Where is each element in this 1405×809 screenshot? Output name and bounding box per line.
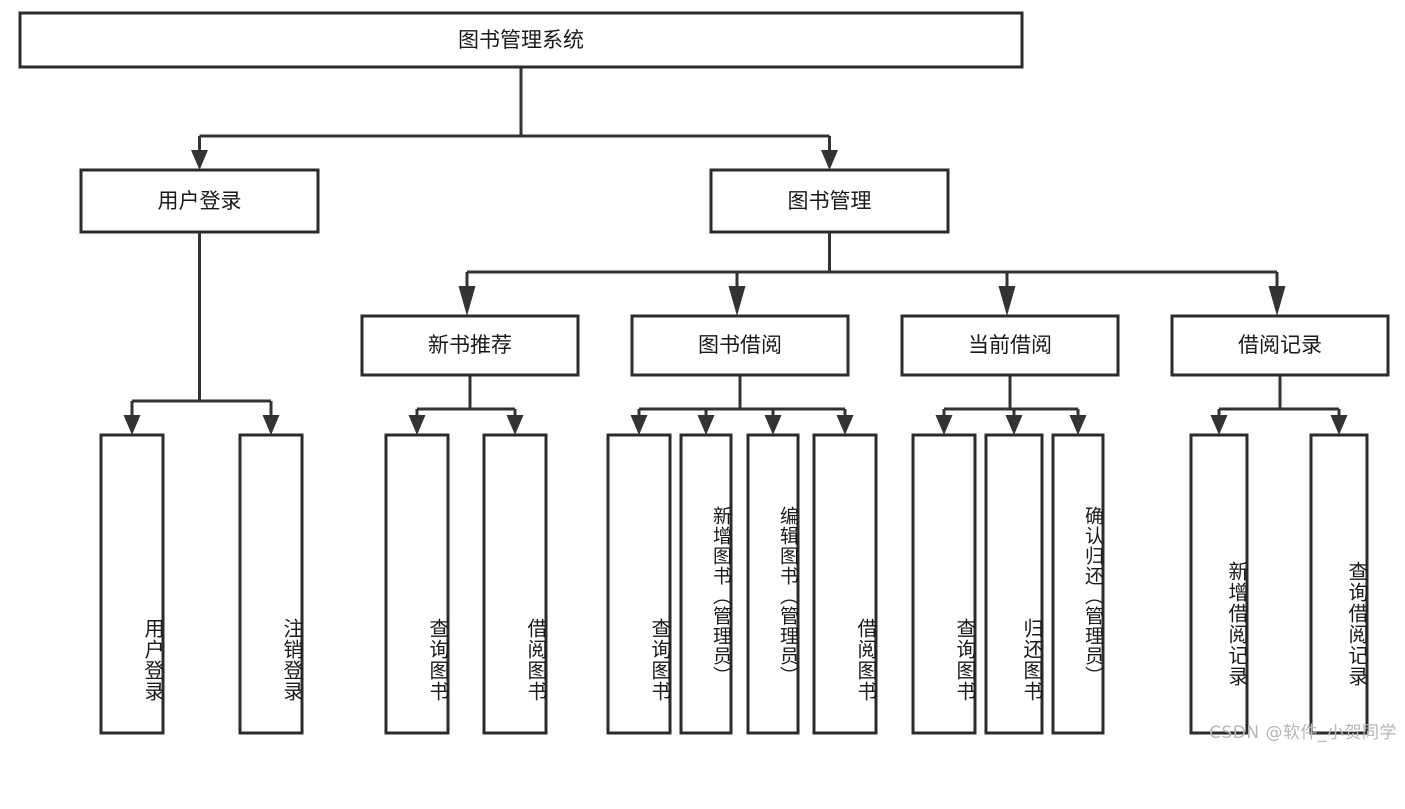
node-new-book-recommend-box[interactable] (360, 314, 580, 377)
arrow-head-leaf-borrow-book (836, 415, 854, 435)
connectors-group (123, 67, 1348, 435)
leaf-borrow-book-box[interactable] (812, 433, 878, 735)
node-root-label: 图书管理系统 (458, 28, 584, 52)
node-user-login-label: 用户登录 (158, 189, 242, 213)
leaf-query-book-current-box[interactable] (911, 433, 977, 735)
arrow-head-borrow-record (1268, 286, 1286, 316)
node-borrow-record-box[interactable] (1170, 314, 1390, 377)
node-current-borrow[interactable]: 当前借阅 (900, 314, 1120, 377)
node-book-borrow-box[interactable] (630, 314, 850, 377)
node-book-management-label: 图书管理 (788, 189, 872, 213)
arrow-head-leaf-query-borrow-record (1330, 415, 1348, 435)
arrow-head-new-book-recommend (458, 286, 476, 316)
node-book-borrow[interactable]: 图书借阅 (630, 314, 850, 377)
arrow-head-leaf-add-book (697, 415, 715, 435)
arrow-head-leaf-borrow-book-recommend (506, 415, 524, 435)
arrow-head-book-management (821, 150, 838, 170)
node-root[interactable]: 图书管理系统 (18, 11, 1024, 69)
leaf-query-book-borrow-box[interactable] (606, 433, 672, 735)
leaf-query-borrow-record-box[interactable] (1309, 433, 1369, 735)
diagram-canvas: 图书管理系统 用户登录 图书管理 新书推荐 图书借阅 当前借阅 借阅记录 (18, 11, 1397, 743)
leaf-add-book-box[interactable] (679, 433, 733, 735)
leaf-confirm-return-box[interactable] (1051, 433, 1105, 735)
arrow-head-leaf-add-borrow-record (1210, 415, 1228, 435)
leaf-borrow-book-recommend-box[interactable] (482, 433, 548, 735)
arrow-head-current-borrow (998, 286, 1016, 316)
node-user-login-box[interactable] (79, 168, 320, 234)
node-borrow-record-label: 借阅记录 (1238, 333, 1322, 357)
arrow-head-leaf-user-login (123, 415, 141, 435)
arrow-head-leaf-edit-book (764, 415, 782, 435)
node-book-borrow-label: 图书借阅 (698, 333, 782, 357)
node-book-management[interactable]: 图书管理 (709, 168, 950, 234)
leaf-boxes-group (99, 433, 1369, 735)
arrow-head-user-login (191, 150, 208, 170)
node-new-book-recommend[interactable]: 新书推荐 (360, 314, 580, 377)
leaf-edit-book-box[interactable] (746, 433, 800, 735)
csdn-watermark: CSDN @软件_小贺同学 (1209, 723, 1397, 743)
arrow-head-leaf-query-book-current (935, 415, 953, 435)
node-user-login[interactable]: 用户登录 (79, 168, 320, 234)
leaf-query-book-recommend-box[interactable] (384, 433, 450, 735)
arrow-head-leaf-confirm-return (1069, 415, 1087, 435)
leaf-user-login-box[interactable] (99, 433, 165, 735)
node-borrow-record[interactable]: 借阅记录 (1170, 314, 1390, 377)
node-new-book-recommend-label: 新书推荐 (428, 333, 512, 357)
node-current-borrow-box[interactable] (900, 314, 1120, 377)
node-root-box[interactable] (18, 11, 1024, 69)
leaf-return-book-box[interactable] (984, 433, 1044, 735)
arrow-head-book-borrow (728, 286, 746, 316)
leaf-add-borrow-record-box[interactable] (1189, 433, 1249, 735)
leaf-logout-box[interactable] (238, 433, 304, 735)
arrow-head-leaf-logout (262, 415, 280, 435)
arrow-head-leaf-query-book-recommend (408, 415, 426, 435)
tree-diagram-svg: 图书管理系统 用户登录 图书管理 新书推荐 图书借阅 当前借阅 借阅记录 (18, 11, 1390, 735)
node-current-borrow-label: 当前借阅 (968, 333, 1052, 357)
arrow-head-leaf-query-book-borrow (630, 415, 648, 435)
node-book-management-box[interactable] (709, 168, 950, 234)
arrow-head-leaf-return-book (1005, 415, 1023, 435)
